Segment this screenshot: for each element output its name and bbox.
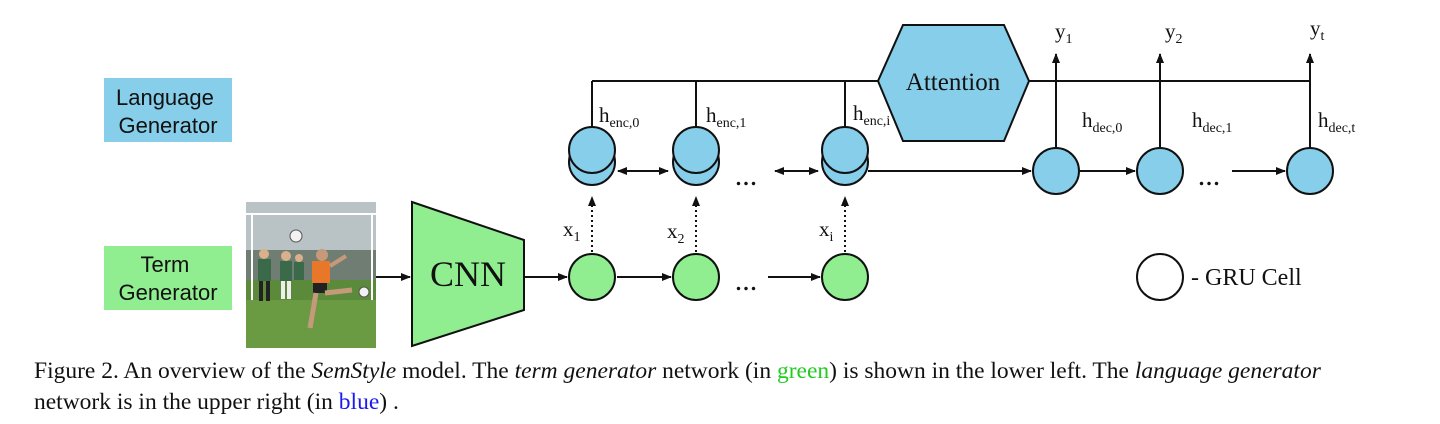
term-generator-label-line2: Generator (118, 280, 217, 305)
caption-text: ) is shown in the lower left. The (829, 358, 1135, 384)
caption-text: model. The (396, 358, 515, 384)
term-ellipsis: ... (735, 264, 758, 297)
legend-gru-cell-icon (1136, 253, 1184, 301)
caption-semstyle: SemStyle (311, 358, 397, 384)
caption-language-generator: language generator (1134, 358, 1321, 384)
language-generator-label-line2: Generator (118, 113, 217, 138)
term-cell-1 (568, 253, 616, 301)
y-1-label: y1 (1055, 19, 1073, 47)
decoder-cell-0 (1032, 147, 1080, 195)
cnn-block (411, 200, 525, 348)
h-dec-1-label: hdec,1 (1192, 108, 1232, 136)
x-1-label: x1 (563, 217, 581, 245)
language-generator-box (104, 78, 232, 142)
decoder-cell-t (1286, 147, 1334, 195)
term-to-encoder-dotted-arrows (588, 196, 849, 252)
caption-green-word: green (776, 358, 830, 384)
h-enc-i-label: henc,i (853, 101, 890, 129)
language-generator-label: Language Generator (116, 85, 220, 138)
caption-blue-word: blue (338, 389, 380, 415)
x-2-label: x2 (667, 219, 685, 247)
input-photo (246, 202, 376, 348)
decoder-cell-1 (1136, 147, 1184, 195)
encoder-cell-i (821, 126, 869, 186)
attention-decoder-connections (1029, 80, 1311, 147)
attention-label: Attention (906, 69, 1001, 96)
legend-label: - GRU Cell (1191, 265, 1302, 291)
caption-term-generator: term generator (514, 358, 657, 384)
h-dec-0-label: hdec,0 (1082, 108, 1122, 136)
output-arrows (1052, 53, 1314, 81)
term-generator-label-line1: Term (140, 252, 189, 277)
caption-text: Figure 2. An overview of the (34, 358, 312, 384)
semstyle-diagram: Language Generator Term Generator (104, 16, 1355, 348)
term-cell-2 (672, 253, 720, 301)
caption-text: network (in (656, 358, 777, 384)
encoder-cell-1 (672, 126, 720, 186)
encoder-attention-connections (591, 80, 878, 133)
caption-line-1: Figure 2. An overview of the SemStyle mo… (34, 356, 1434, 387)
h-enc-0-label: henc,0 (599, 103, 639, 131)
term-cell-i (821, 253, 869, 301)
language-generator-label-line1: Language (116, 85, 214, 110)
caption-text: ) . (379, 389, 399, 415)
encoder-ellipsis: ... (735, 159, 758, 192)
caption-text: network is in the upper right (in (34, 389, 339, 415)
x-i-label: xi (819, 217, 834, 245)
figure-caption: Figure 2. An overview of the SemStyle mo… (34, 356, 1434, 418)
encoder-cell-0 (568, 126, 616, 186)
caption-line-2: network is in the upper right (in blue) … (34, 387, 1434, 418)
y-t-label: yt (1310, 16, 1325, 44)
decoder-ellipsis: ... (1198, 159, 1221, 192)
cnn-label: CNN (430, 254, 506, 294)
h-enc-1-label: henc,1 (706, 103, 746, 131)
y-2-label: y2 (1165, 19, 1183, 47)
term-generator-label: Term Generator (118, 252, 217, 305)
term-generator-box (104, 246, 232, 310)
h-dec-t-label: hdec,t (1318, 108, 1355, 136)
